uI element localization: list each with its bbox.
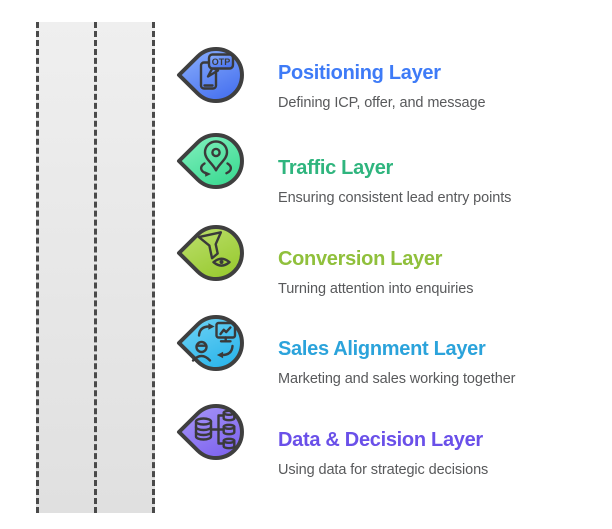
- small-database: [222, 409, 236, 422]
- layer-description: Turning attention into enquiries: [278, 281, 474, 297]
- monitor-stand: [219, 336, 232, 343]
- sync-arrow-top: [197, 325, 211, 337]
- small-database: [222, 423, 236, 436]
- road-centerline: [94, 22, 97, 513]
- chart-line: [219, 326, 232, 336]
- database-body: [194, 420, 213, 441]
- sync-arrow-bottom: [220, 344, 234, 357]
- conversion-layer-text: Conversion Layer Turning attention into …: [278, 247, 473, 298]
- right-orbit-arc: [225, 162, 233, 175]
- otp-phone-icon: OTP: [177, 47, 244, 103]
- road-graphic: [36, 22, 155, 513]
- pin-hole: [211, 147, 221, 158]
- positioning-layer-text: Positioning Layer Defining ICP, offer, a…: [278, 61, 486, 112]
- layer-title: Data & Decision Layer: [278, 429, 483, 451]
- arrowhead: [208, 323, 215, 330]
- map-pin-shape: [203, 140, 229, 172]
- conversion-layer-icon-slot: [175, 220, 247, 286]
- layer-description: Using data for strategic decisions: [278, 462, 489, 478]
- database-ridge: [194, 430, 213, 437]
- database-network-icon: [177, 404, 244, 460]
- layer-description: Marketing and sales working together: [278, 371, 516, 387]
- otp-badge-text: OTP: [212, 57, 231, 67]
- traffic-layer-text: Traffic Layer Ensuring consistent lead e…: [278, 156, 511, 207]
- speech-bubble: [207, 53, 235, 70]
- small-database: [222, 437, 236, 450]
- location-pin-arrows-icon: [177, 133, 244, 189]
- database-ridge: [194, 425, 213, 432]
- funnel-shape: [197, 231, 223, 260]
- sales-alignment-layer-icon-slot: [175, 310, 247, 376]
- layer-title: Conversion Layer: [278, 248, 443, 270]
- eye-shape: [212, 257, 231, 267]
- layer-title: Traffic Layer: [278, 157, 394, 179]
- eye-pupil: [219, 260, 224, 264]
- sales-alignment-layer-text: Sales Alignment Layer Marketing and sale…: [278, 337, 516, 388]
- data-decision-layer-icon-slot: [175, 399, 247, 465]
- funnel-eye-icon: [177, 225, 244, 281]
- layer-description: Ensuring consistent lead entry points: [278, 190, 512, 206]
- left-orbit-arrow: [199, 162, 207, 175]
- layer-title: Positioning Layer: [278, 62, 441, 84]
- data-decision-layer-text: Data & Decision Layer Using data for str…: [278, 428, 488, 479]
- layer-description: Defining ICP, offer, and message: [278, 95, 486, 111]
- person-shoulders: [191, 354, 212, 362]
- person-monitor-sync-icon: [177, 315, 244, 371]
- layer-title: Sales Alignment Layer: [278, 338, 486, 360]
- network-branches: [209, 414, 225, 445]
- person-head: [195, 340, 208, 354]
- arrowhead: [216, 351, 224, 359]
- traffic-layer-icon-slot: [175, 128, 247, 194]
- teardrop-shape: [177, 315, 244, 371]
- arrowhead: [204, 171, 211, 177]
- positioning-layer-icon-slot: OTP: [175, 42, 247, 108]
